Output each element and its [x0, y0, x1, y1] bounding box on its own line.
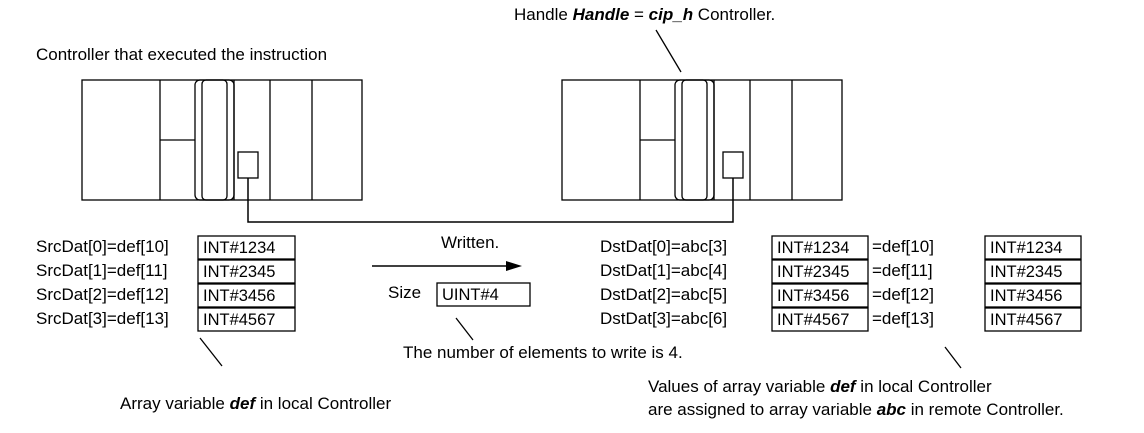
dst-caption-pointer: [944, 346, 962, 369]
handle-annotation: Handle Handle = cip_h Controller.: [514, 5, 775, 24]
src-label-1: SrcDat[1]=def[11]: [36, 261, 168, 280]
written-label: Written.: [441, 233, 499, 252]
def-label-3: =def[13]: [872, 309, 934, 328]
remote-cpu-module: [674, 79, 715, 201]
src-label-0: SrcDat[0]=def[10]: [36, 237, 169, 256]
size-value-box: [436, 282, 531, 307]
dst-value-1: INT#2345: [777, 263, 849, 281]
def-value-boxes: [984, 235, 1082, 332]
dst-value-0: INT#1234: [777, 239, 849, 257]
remote-controller-unit: [561, 79, 843, 201]
dst-label-1: DstDat[1]=abc[4]: [600, 261, 727, 280]
src-value-3: INT#4567: [203, 311, 275, 329]
def-label-2: =def[12]: [872, 285, 934, 304]
size-note-pointer: [455, 317, 474, 341]
src-caption: Array variable def in local Controller: [120, 394, 392, 413]
dst-label-3: DstDat[3]=abc[6]: [600, 309, 727, 328]
local-controller-unit: [81, 79, 363, 201]
src-label-3: SrcDat[3]=def[13]: [36, 309, 169, 328]
dst-caption-line2: are assigned to array variable abc in re…: [648, 400, 1064, 419]
network-cable: [247, 178, 734, 223]
def-label-0: =def[10]: [872, 237, 934, 256]
src-value-2: INT#3456: [203, 287, 275, 305]
size-label: Size: [388, 283, 421, 302]
def-label-1: =def[11]: [872, 261, 933, 280]
src-value-0: INT#1234: [203, 239, 275, 257]
dst-label-2: DstDat[2]=abc[5]: [600, 285, 727, 304]
def-value-3: INT#4567: [990, 311, 1062, 329]
remote-ethernet-port: [722, 151, 744, 179]
src-label-2: SrcDat[2]=def[12]: [36, 285, 169, 304]
dst-value-boxes: [771, 235, 869, 332]
dst-caption-line1: Values of array variable def in local Co…: [648, 377, 992, 396]
src-value-boxes: [197, 235, 296, 332]
def-value-1: INT#2345: [990, 263, 1062, 281]
local-cpu-module: [194, 79, 235, 201]
write-arrowhead: [506, 261, 522, 271]
size-value: UINT#4: [442, 286, 499, 304]
src-value-1: INT#2345: [203, 263, 275, 281]
local-controller-label: Controller that executed the instruction: [36, 45, 327, 64]
local-ethernet-port: [237, 151, 259, 179]
src-caption-pointer: [199, 337, 223, 367]
dst-label-0: DstDat[0]=abc[3]: [600, 237, 727, 256]
def-value-2: INT#3456: [990, 287, 1062, 305]
size-note: The number of elements to write is 4.: [403, 343, 683, 362]
dst-value-3: INT#4567: [777, 311, 849, 329]
dst-value-2: INT#3456: [777, 287, 849, 305]
handle-pointer-line: [655, 29, 682, 73]
def-value-0: INT#1234: [990, 239, 1062, 257]
